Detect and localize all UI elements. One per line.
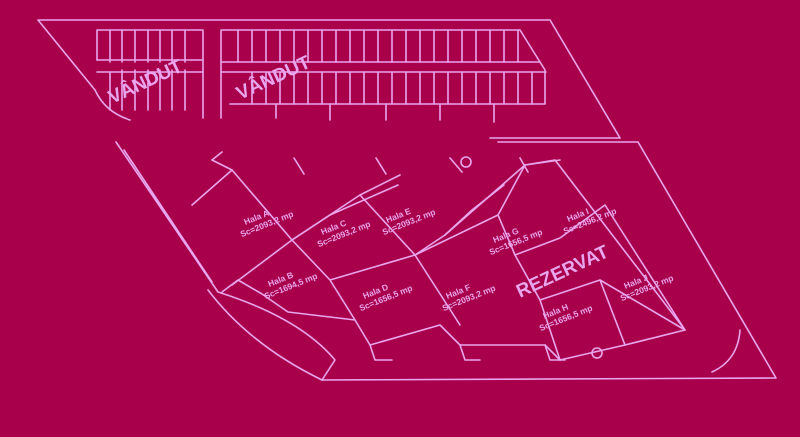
- marker-circle-bottom: [591, 347, 603, 359]
- sold-stamp-left: VÂNDUT: [105, 55, 186, 109]
- corner-curve: [711, 329, 741, 373]
- hall-d: Hala D Sc=1656,5 mp: [358, 282, 414, 313]
- hall-c: Hala C Sc=2093,2 mp: [316, 218, 372, 249]
- hall-e: Hala E Sc=2093,2 mp: [381, 206, 437, 237]
- hall-f: Hala F Sc=2093,2 mp: [441, 282, 497, 313]
- upper-parcel-outline: [37, 19, 621, 139]
- marker-circle-top: [460, 156, 472, 168]
- sold-stamp-right: VÂNDUT: [233, 51, 314, 105]
- parking-block-right: [220, 29, 547, 123]
- access-road-curve: [207, 289, 323, 381]
- parking-block-left: [96, 29, 204, 119]
- hall-j: Hala J Sc=2093,2 mp: [619, 272, 675, 303]
- hall-b: Hala B Sc=1694,5 mp: [263, 270, 319, 301]
- lower-parcel-outline: [115, 141, 777, 381]
